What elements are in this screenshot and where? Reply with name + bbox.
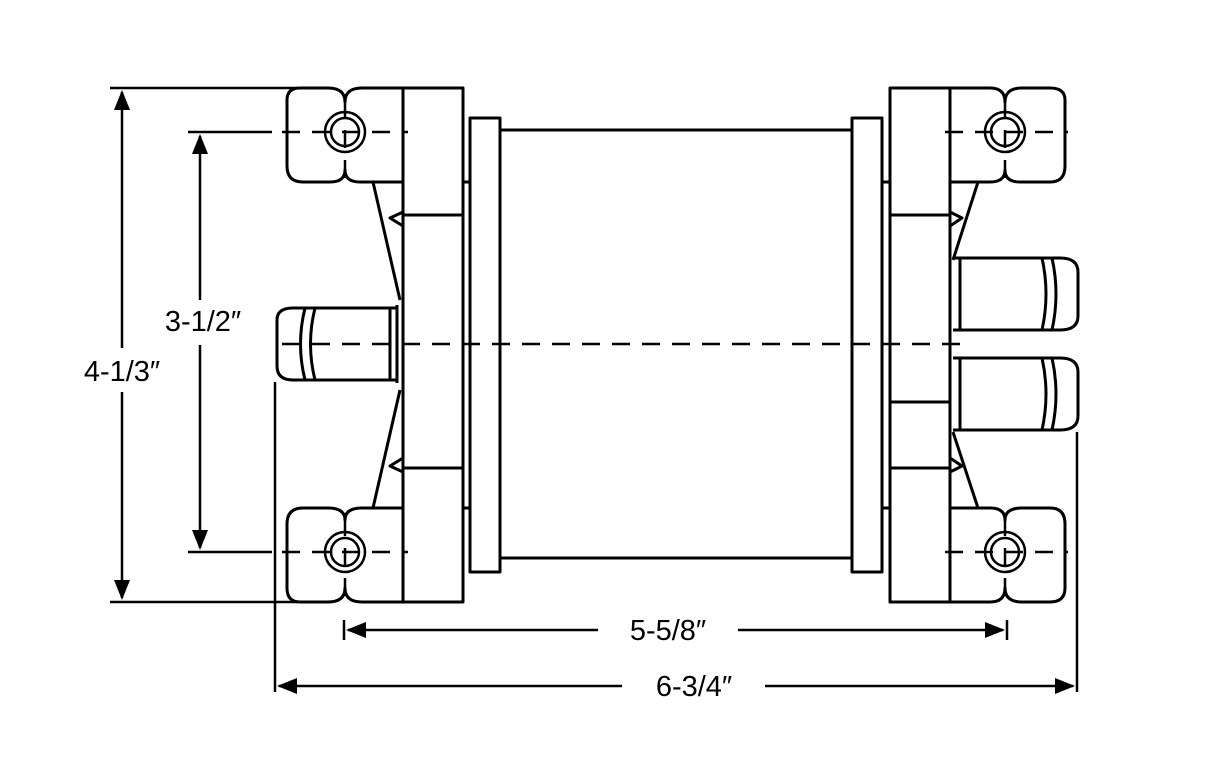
dim-bolt-spacing-label: 3-1/2″ bbox=[165, 306, 241, 338]
center-lines bbox=[282, 100, 1068, 600]
right-lower-hose-fitting bbox=[953, 356, 1080, 432]
cooler-body bbox=[463, 116, 890, 574]
dim-overall-height-label: 4-1/3″ bbox=[84, 356, 160, 388]
dim-flange-spacing-label: 5-5/8″ bbox=[630, 615, 706, 647]
bolt-holes bbox=[323, 110, 1027, 574]
right-top-mounting-ear bbox=[950, 86, 1067, 184]
right-bottom-mounting-ear bbox=[950, 506, 1067, 604]
dim-overall-width-label: 6-3/4″ bbox=[656, 671, 732, 703]
right-upper-hose-fitting bbox=[953, 256, 1080, 332]
